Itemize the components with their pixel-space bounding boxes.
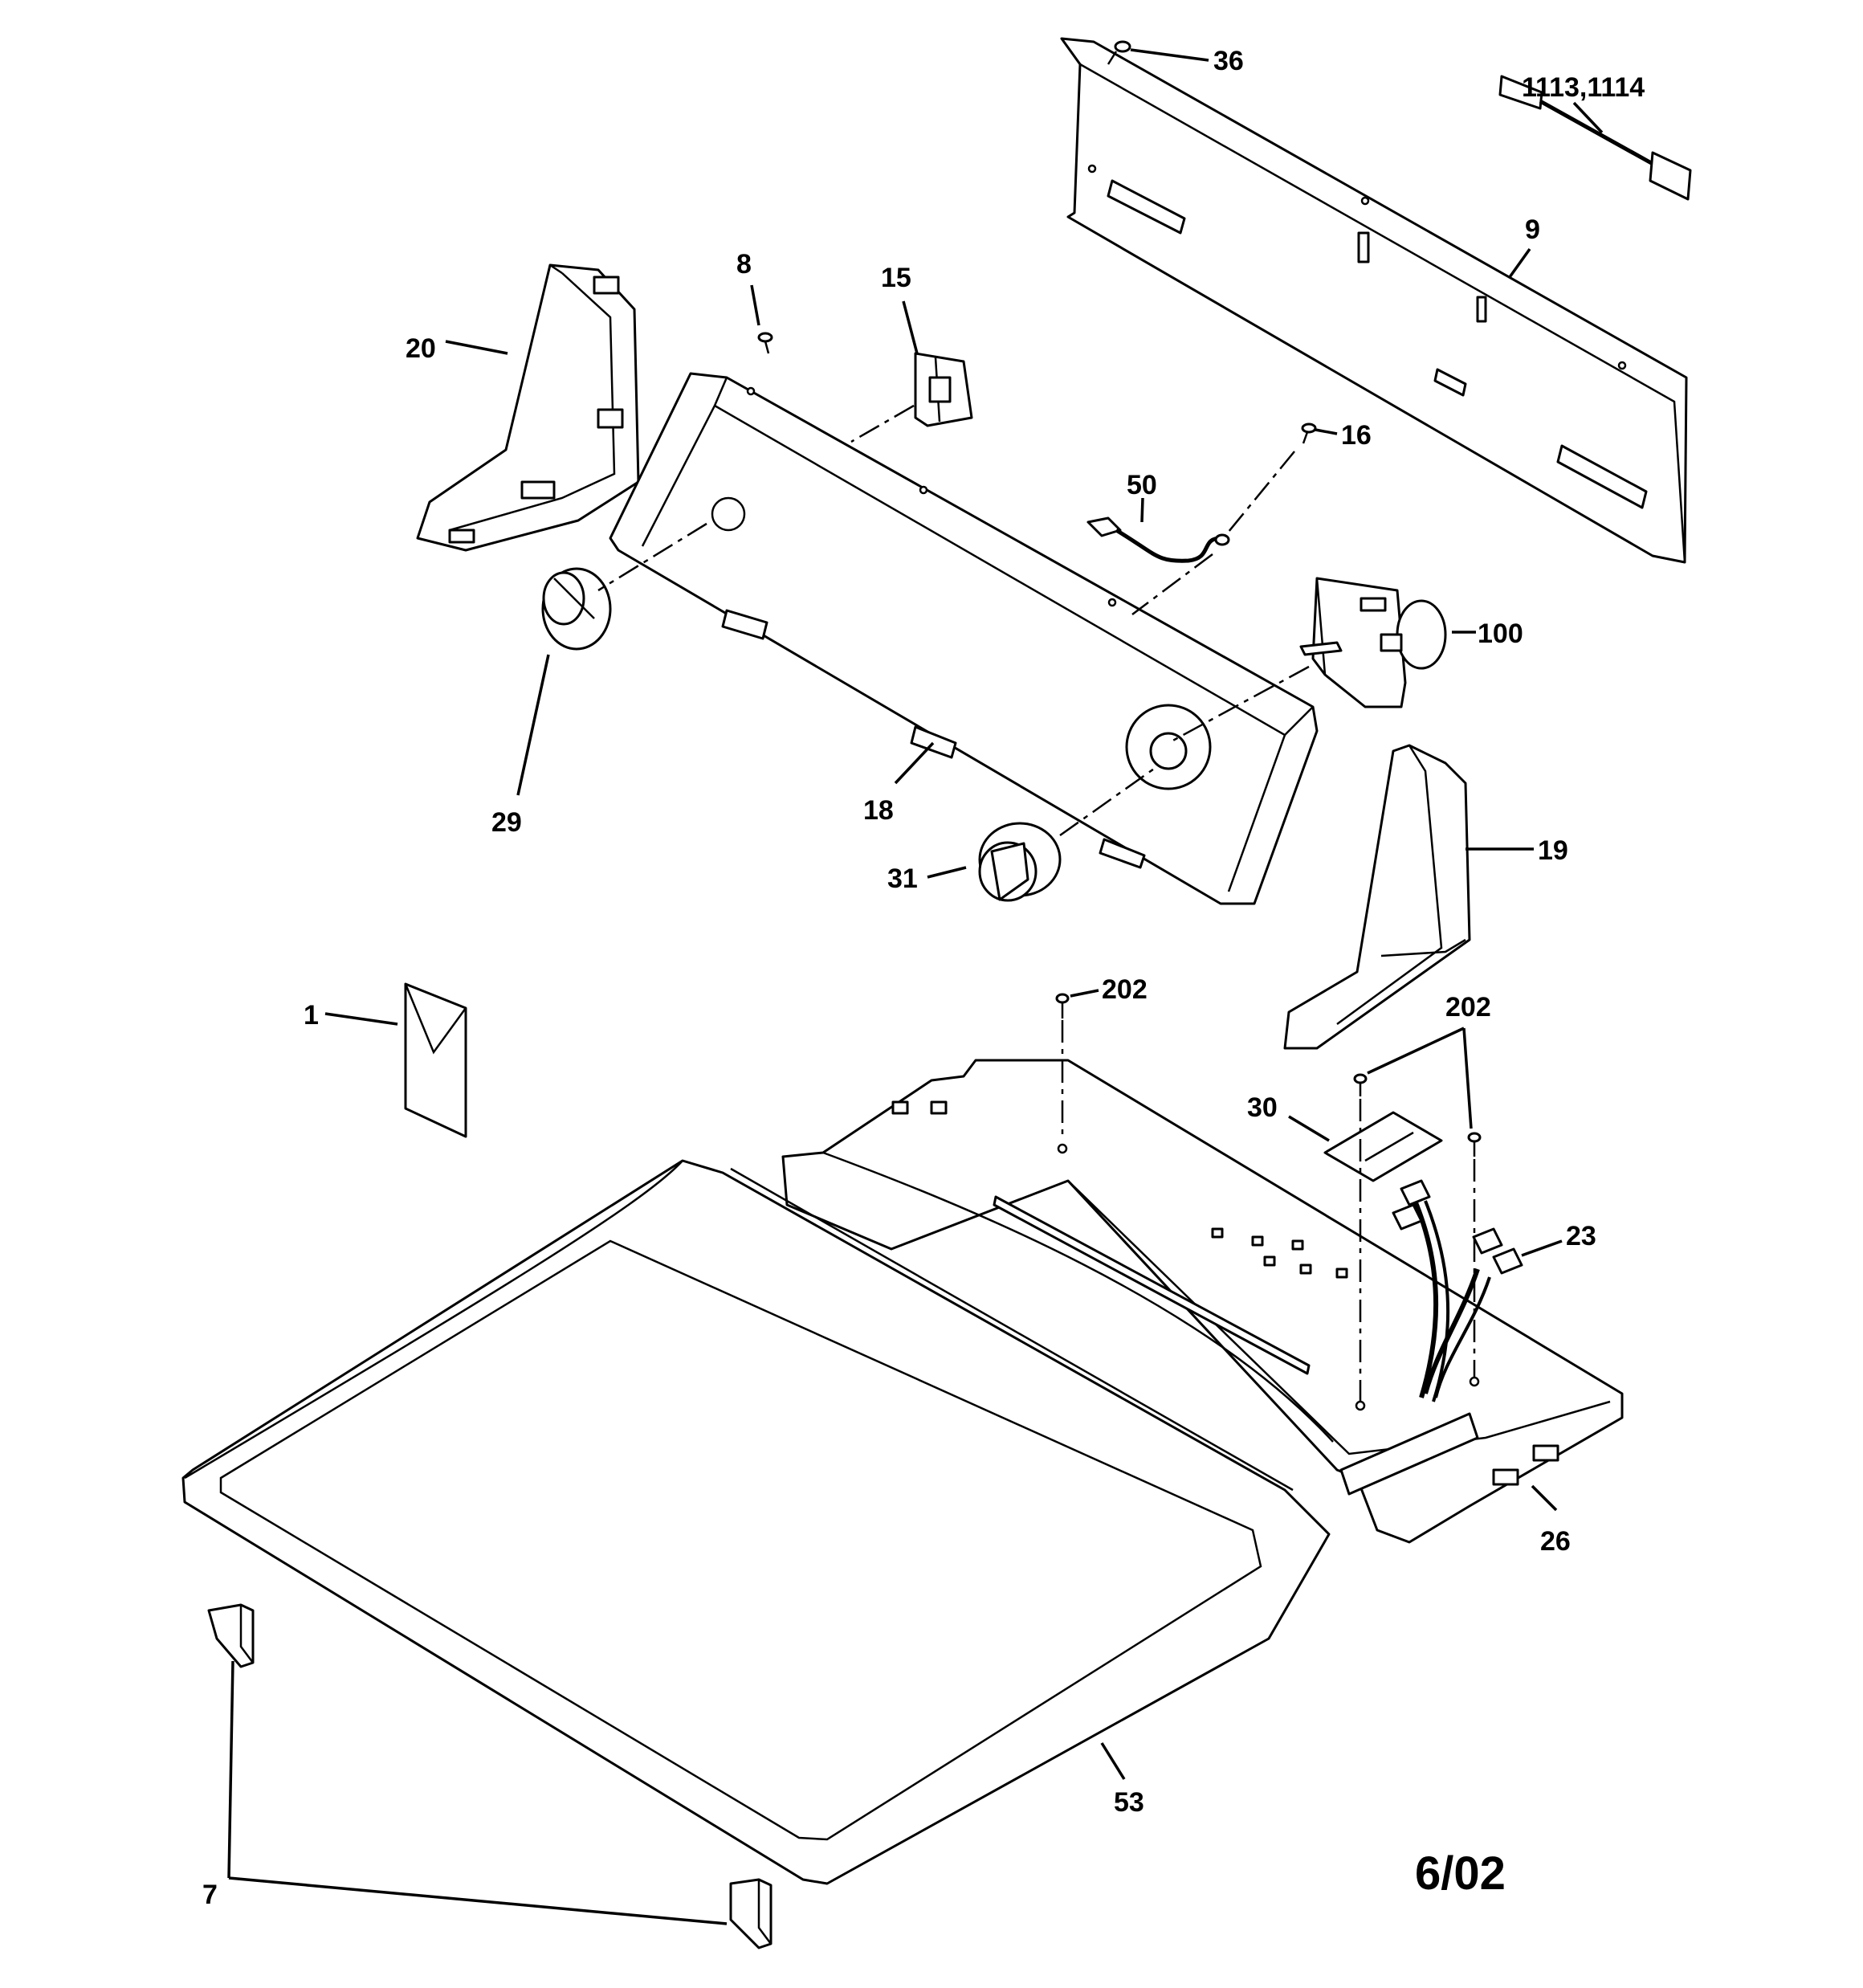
callout-30: 30 [1247,1092,1278,1123]
part-100-timer [1299,577,1447,708]
callout-labels: 36 1113,1114 9 8 15 20 16 50 100 29 18 3… [202,46,1645,1910]
callout-19: 19 [1538,835,1568,866]
callout-202-left: 202 [1102,974,1148,1005]
callout-18: 18 [863,795,894,826]
callout-36: 36 [1213,46,1244,76]
part-15-switch [914,352,973,427]
callout-7: 7 [202,1880,218,1910]
callout-9: 9 [1525,214,1540,245]
part-36-screw [1107,40,1131,65]
callout-8: 8 [736,249,752,280]
callout-20: 20 [406,333,436,364]
assembly-lines [597,404,1480,1411]
part-50-wire-harness [1086,516,1230,563]
callout-1: 1 [304,1000,319,1031]
callout-1113-1114: 1113,1114 [1522,72,1645,103]
callout-53: 53 [1114,1787,1144,1818]
callout-15: 15 [881,263,911,293]
part-19-right-endcap [1283,744,1471,1050]
part-30-cover-plate [1323,1111,1443,1182]
part-9-rear-panel [1060,37,1688,564]
part-8-screw [757,332,773,354]
callout-50: 50 [1127,470,1157,500]
part-1-literature [404,982,467,1138]
part-16-screw [1301,423,1317,444]
callout-100: 100 [1478,618,1523,649]
leader-lines [227,48,1604,1925]
callout-26: 26 [1540,1526,1571,1557]
callout-31: 31 [887,863,918,894]
part-7-clips [207,1603,773,1949]
callout-16: 16 [1341,420,1372,451]
callout-202-right: 202 [1445,992,1491,1023]
part-31-knob [978,822,1062,902]
part-29-knob [541,567,612,651]
part-202-screws [1055,993,1482,1157]
callout-29: 29 [491,807,522,838]
part-26-support [781,1059,1624,1544]
part-18-control-panel [609,372,1319,905]
callout-23: 23 [1566,1221,1596,1251]
date-stamp: 6/02 [1415,1847,1506,1900]
part-1113-1114-strap [1498,75,1692,201]
part-23-wire-harness [1392,1179,1523,1402]
part-20-left-endcap [416,263,640,552]
part-53-main-top [181,1159,1331,1885]
